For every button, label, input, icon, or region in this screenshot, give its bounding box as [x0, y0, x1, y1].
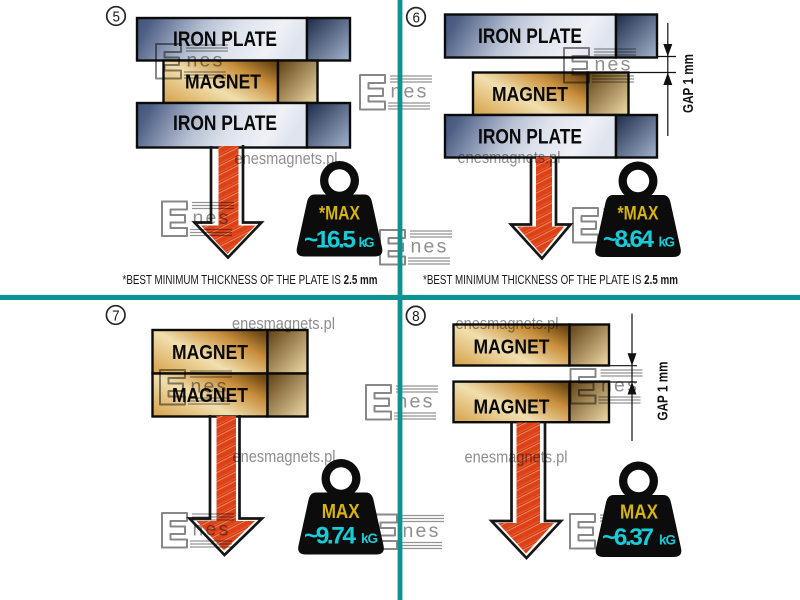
svg-text:kG: kG [659, 533, 676, 548]
svg-text:enesmagnets.pl: enesmagnets.pl [232, 315, 335, 333]
svg-text:kG: kG [659, 235, 676, 250]
svg-text:kG: kG [361, 531, 378, 546]
svg-text:~9.74: ~9.74 [304, 523, 356, 550]
svg-text:MAGNET: MAGNET [474, 397, 550, 419]
svg-text:MAX: MAX [322, 501, 361, 523]
svg-text:IRON PLATE: IRON PLATE [173, 112, 277, 135]
svg-text:7: 7 [112, 308, 120, 324]
svg-text:GAP 1 mm: GAP 1 mm [681, 54, 697, 113]
svg-text:IRON PLATE: IRON PLATE [478, 126, 582, 149]
svg-text:kG: kG [359, 235, 375, 250]
svg-text:MAX: MAX [620, 502, 659, 524]
svg-text:*BEST MINIMUM THICKNESS OF THE: *BEST MINIMUM THICKNESS OF THE PLATE IS … [123, 272, 378, 287]
svg-text:MAGNET: MAGNET [185, 72, 261, 94]
svg-text:MAGNET: MAGNET [172, 342, 248, 364]
svg-text:~6.37: ~6.37 [602, 524, 654, 551]
svg-text:enesmagnets.pl: enesmagnets.pl [233, 448, 336, 466]
svg-text:~8.64: ~8.64 [603, 226, 654, 253]
svg-text:enesmagnets.pl: enesmagnets.pl [458, 149, 561, 167]
svg-text:*MAX: *MAX [618, 204, 659, 225]
svg-text:6: 6 [412, 10, 420, 26]
svg-text:GAP 1 mm: GAP 1 mm [656, 362, 672, 421]
svg-text:IRON PLATE: IRON PLATE [478, 25, 582, 48]
svg-text:MAGNET: MAGNET [474, 337, 550, 359]
svg-text:MAGNET: MAGNET [492, 84, 568, 106]
svg-text:*BEST MINIMUM THICKNESS OF THE: *BEST MINIMUM THICKNESS OF THE PLATE IS … [423, 272, 678, 287]
svg-text:8: 8 [412, 309, 420, 325]
svg-text:enesmagnets.pl: enesmagnets.pl [465, 449, 568, 467]
svg-text:enesmagnets.pl: enesmagnets.pl [456, 315, 559, 333]
svg-text:5: 5 [112, 9, 120, 25]
svg-text:*MAX: *MAX [319, 204, 360, 225]
svg-text:enesmagnets.pl: enesmagnets.pl [235, 150, 338, 168]
svg-text:~16.5: ~16.5 [304, 227, 356, 254]
